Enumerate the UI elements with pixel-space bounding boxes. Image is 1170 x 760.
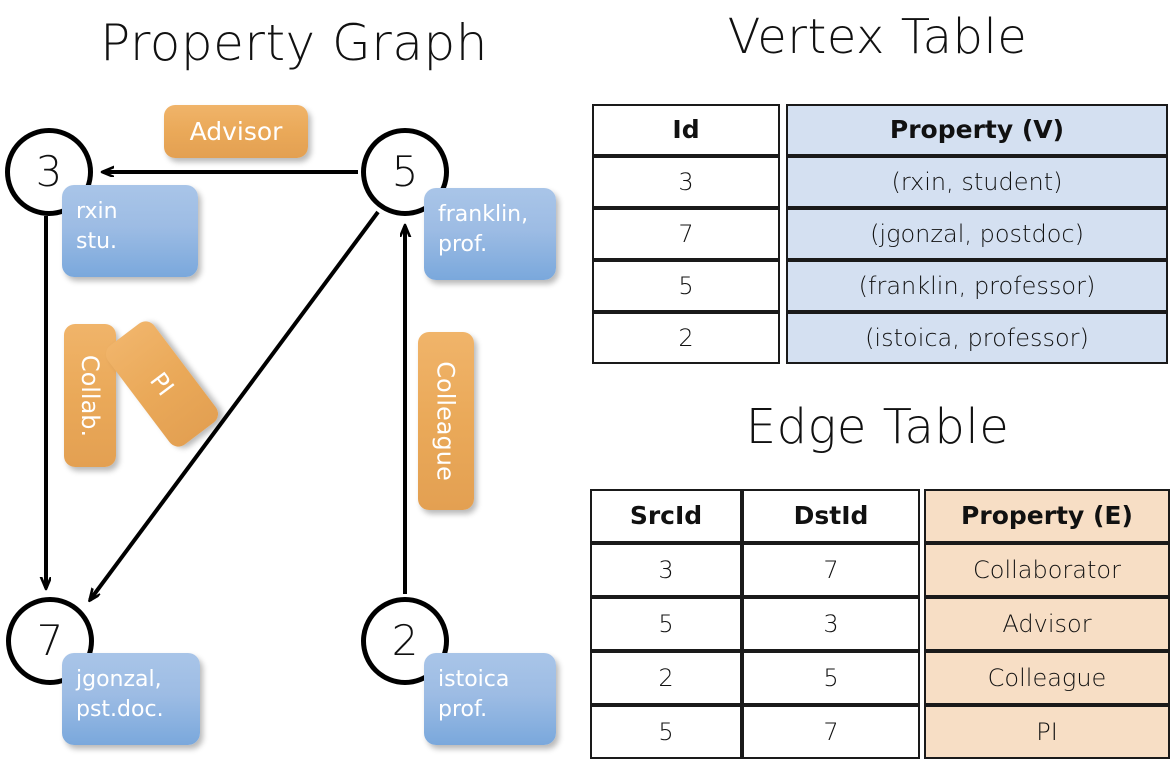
property-graph-diagram: 3 5 7 2 rxin stu. franklin, prof. jgonza… <box>0 0 585 760</box>
graph-node-2[interactable]: 2 <box>361 597 449 685</box>
vertex-col-header-id: Id <box>592 104 780 156</box>
edge-label-text-pi: PI <box>144 366 180 402</box>
graph-node-2-label: 2 <box>391 616 419 665</box>
edge-col-header-property: Property (E) <box>924 489 1170 543</box>
table-row: 5 7 PI <box>590 705 1170 759</box>
table-row: 3 7 Collaborator <box>590 543 1170 597</box>
node-property-box-rxin[interactable]: rxin stu. <box>62 185 198 277</box>
edge-cell-dstid: 5 <box>742 651 920 705</box>
edge-cell-dstid: 7 <box>742 705 920 759</box>
edge-label-box-colleague[interactable]: Colleague <box>418 332 474 510</box>
graph-node-5[interactable]: 5 <box>361 128 449 216</box>
page-title-property-graph: Property Graph <box>100 14 488 72</box>
vertex-cell-property: (jgonzal, postdoc) <box>786 208 1168 260</box>
table-row: 2 (istoica, professor) <box>592 312 1168 364</box>
vertex-col-header-property: Property (V) <box>786 104 1168 156</box>
table-row: 3 (rxin, student) <box>592 156 1168 208</box>
edge-cell-property: Colleague <box>924 651 1170 705</box>
vertex-cell-id: 5 <box>592 260 780 312</box>
table-row: 7 (jgonzal, postdoc) <box>592 208 1168 260</box>
node-property-line-2: prof. <box>438 697 488 722</box>
node-property-line-1: franklin, <box>438 202 529 227</box>
vertex-cell-property: (istoica, professor) <box>786 312 1168 364</box>
node-property-line-1: rxin <box>76 199 118 224</box>
vertex-cell-id: 3 <box>592 156 780 208</box>
edge-label-text-advisor: Advisor <box>189 117 283 146</box>
vertex-cell-property: (rxin, student) <box>786 156 1168 208</box>
edge-line-pi <box>90 210 380 600</box>
graph-node-5-label: 5 <box>391 147 419 196</box>
table-row: 5 (franklin, professor) <box>592 260 1168 312</box>
page-title-edge-table: Edge Table <box>745 399 1010 455</box>
node-property-line-1: istoica <box>438 667 510 692</box>
edge-cell-srcid: 3 <box>590 543 742 597</box>
edge-table: SrcId DstId Property (E) 3 7 Collaborato… <box>590 489 1170 759</box>
table-header-row: SrcId DstId Property (E) <box>590 489 1170 543</box>
node-property-line-2: prof. <box>438 232 488 257</box>
edge-col-header-srcid: SrcId <box>590 489 742 543</box>
table-row: 2 5 Colleague <box>590 651 1170 705</box>
edge-cell-property: PI <box>924 705 1170 759</box>
node-property-line-2: stu. <box>76 229 118 254</box>
vertex-cell-property: (franklin, professor) <box>786 260 1168 312</box>
table-row: 5 3 Advisor <box>590 597 1170 651</box>
node-property-line-2: pst.doc. <box>76 697 164 722</box>
graph-node-7-label: 7 <box>36 616 64 665</box>
vertex-table: Id Property (V) 3 (rxin, student) 7 (jgo… <box>592 104 1168 364</box>
vertex-cell-id: 7 <box>592 208 780 260</box>
node-property-line-1: jgonzal, <box>76 667 162 692</box>
page-title-vertex-table: Vertex Table <box>727 9 1028 65</box>
edge-cell-srcid: 2 <box>590 651 742 705</box>
graph-node-3-label: 3 <box>35 147 63 196</box>
edge-cell-property: Advisor <box>924 597 1170 651</box>
table-header-row: Id Property (V) <box>592 104 1168 156</box>
edge-cell-srcid: 5 <box>590 597 742 651</box>
edge-label-box-advisor[interactable]: Advisor <box>164 105 308 158</box>
vertex-cell-id: 2 <box>592 312 780 364</box>
node-property-box-jgonzal[interactable]: jgonzal, pst.doc. <box>62 653 200 745</box>
node-property-box-franklin[interactable]: franklin, prof. <box>424 188 556 280</box>
graph-edge-lines <box>0 0 585 760</box>
edge-cell-srcid: 5 <box>590 705 742 759</box>
edge-label-text-collab: Collab. <box>76 354 105 437</box>
edge-col-header-dstid: DstId <box>742 489 920 543</box>
node-property-box-istoica[interactable]: istoica prof. <box>424 653 556 745</box>
edge-label-text-colleague: Colleague <box>432 361 460 481</box>
edge-cell-dstid: 3 <box>742 597 920 651</box>
edge-cell-dstid: 7 <box>742 543 920 597</box>
edge-cell-property: Collaborator <box>924 543 1170 597</box>
